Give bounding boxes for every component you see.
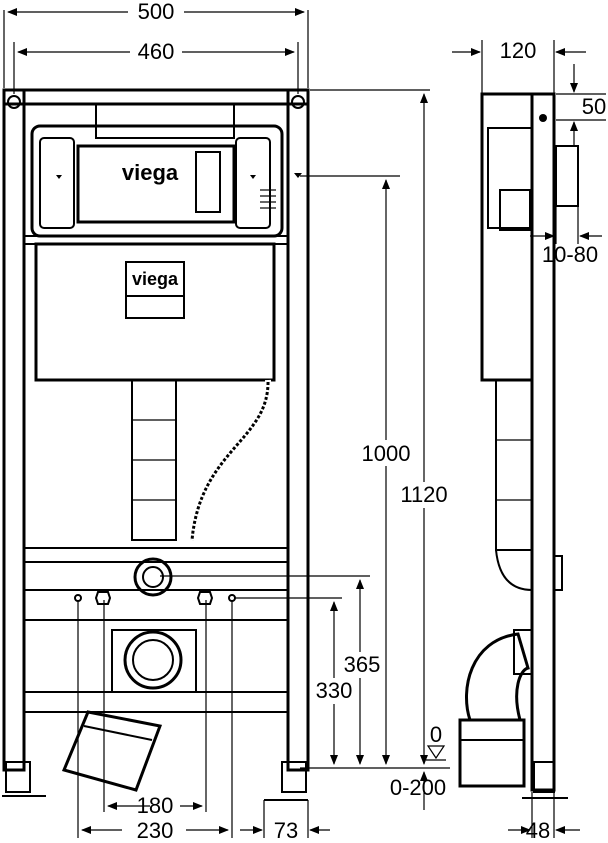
dimension-lines <box>3 8 606 838</box>
side-mount-hole <box>539 114 547 122</box>
frame-bottom-rail <box>23 691 289 713</box>
dim-365: 365 <box>344 652 381 677</box>
frame-upright-left <box>2 88 26 772</box>
logo-label-box <box>125 261 185 319</box>
actuator-right-clip <box>235 137 271 229</box>
side-flush-pipe <box>495 379 533 551</box>
side-flush-plate <box>555 145 579 207</box>
side-bracket <box>553 555 563 591</box>
foot-right <box>281 761 307 793</box>
drain-pipe <box>61 710 163 792</box>
mounting-hole-left <box>7 95 21 109</box>
front-view: viega viega <box>2 88 310 801</box>
flexible-hose <box>190 379 270 541</box>
anchor-bracket <box>23 589 289 621</box>
dim-1120: 1120 <box>400 482 447 507</box>
dim-230: 230 <box>137 818 174 843</box>
cistern-body <box>34 242 276 382</box>
frame-lower-rail <box>23 547 289 563</box>
dim-1000: 1000 <box>362 441 411 466</box>
flush-button <box>195 151 221 213</box>
side-cistern <box>480 92 534 382</box>
logo-top: viega <box>122 160 179 185</box>
dim-73: 73 <box>274 818 298 843</box>
actuator-left-clip <box>39 137 75 229</box>
frame-top-rail <box>2 88 310 106</box>
dim-180: 180 <box>137 793 174 818</box>
side-view <box>458 92 579 799</box>
frame-upright-right <box>286 88 310 772</box>
dim-48: 48 <box>526 818 550 843</box>
drain-inlet-ring <box>133 557 173 597</box>
level-mark-right <box>250 175 256 179</box>
side-actuator <box>487 127 533 229</box>
side-drain-pipe <box>458 718 526 788</box>
side-foot <box>533 761 555 793</box>
side-drain-elbow <box>465 632 530 722</box>
dim-120: 120 <box>500 38 537 63</box>
dim-330: 330 <box>316 678 353 703</box>
mounting-hole-right <box>291 95 305 109</box>
side-pipe-bend <box>495 549 533 591</box>
dim-50: 50 <box>582 94 606 119</box>
level-mark-frame <box>294 173 302 178</box>
drain-elbow-ring <box>123 630 183 690</box>
cistern-top <box>95 103 235 139</box>
logo-cistern: viega <box>132 269 179 289</box>
drain-inlet-core <box>142 566 164 588</box>
dim-0-200: 0-200 <box>390 775 446 800</box>
side-valve <box>499 189 531 231</box>
dimension-labels: 500 460 120 50 10-80 1000 1120 365 330 0… <box>128 0 606 843</box>
anchor-bolt-left <box>94 591 112 605</box>
flush-plate-recess <box>76 144 236 224</box>
side-frame-upright <box>530 92 556 792</box>
foot-left <box>5 761 31 793</box>
zero-level-mark <box>426 745 446 760</box>
dim-10-80: 10-80 <box>542 242 598 267</box>
dim-500: 500 <box>138 0 175 24</box>
level-mark-left <box>56 175 62 179</box>
anchor-bolt-right <box>196 591 214 605</box>
dim-460: 460 <box>138 39 175 64</box>
dim-zero: 0 <box>430 722 442 747</box>
